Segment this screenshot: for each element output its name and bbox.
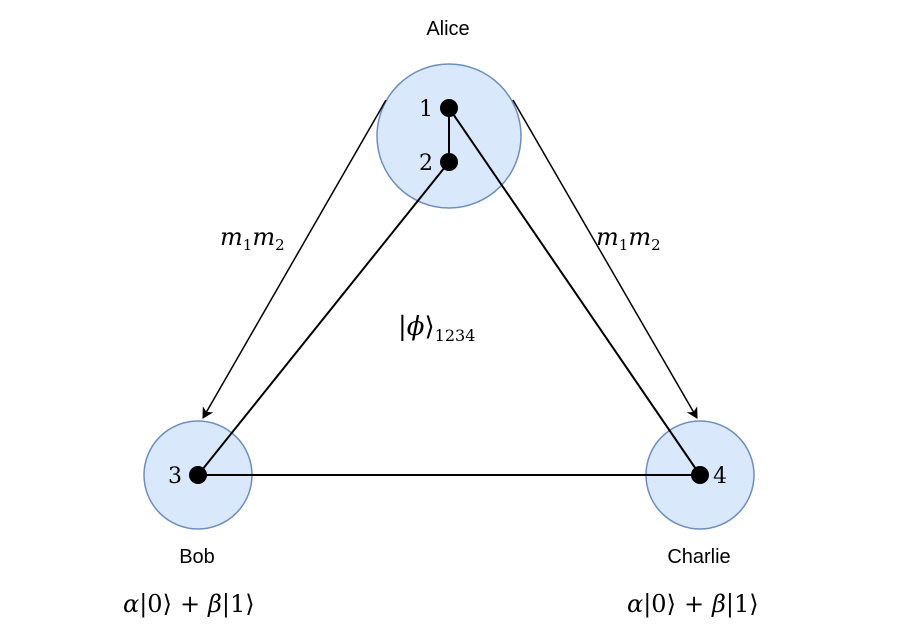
message-label-left: m1m2 [220,223,285,254]
qubit-node-1 [440,99,458,117]
alice-label: Alice [426,18,469,40]
qubit-label-4: 4 [713,464,727,489]
qubit-node-4 [691,466,709,484]
shared-state-label: |ϕ⟩1234 [398,312,475,345]
qubit-label-2: 2 [419,151,433,176]
charlie-state-label: α|0⟩+β|1⟩ [627,590,759,619]
qubit-label-3: 3 [168,464,182,489]
bob-label: Bob [179,546,215,568]
qubit-node-3 [189,466,207,484]
arrow-alice-to-charlie [512,99,698,419]
edge-2-3 [197,161,450,476]
bob-state-label: α|0⟩+β|1⟩ [123,590,255,619]
charlie-label: Charlie [667,546,730,568]
qubit-label-1: 1 [419,97,433,122]
message-label-right: m1m2 [596,223,661,254]
qubit-node-2 [440,153,458,171]
edge-1-4 [448,107,701,476]
arrow-alice-to-bob [202,99,387,419]
